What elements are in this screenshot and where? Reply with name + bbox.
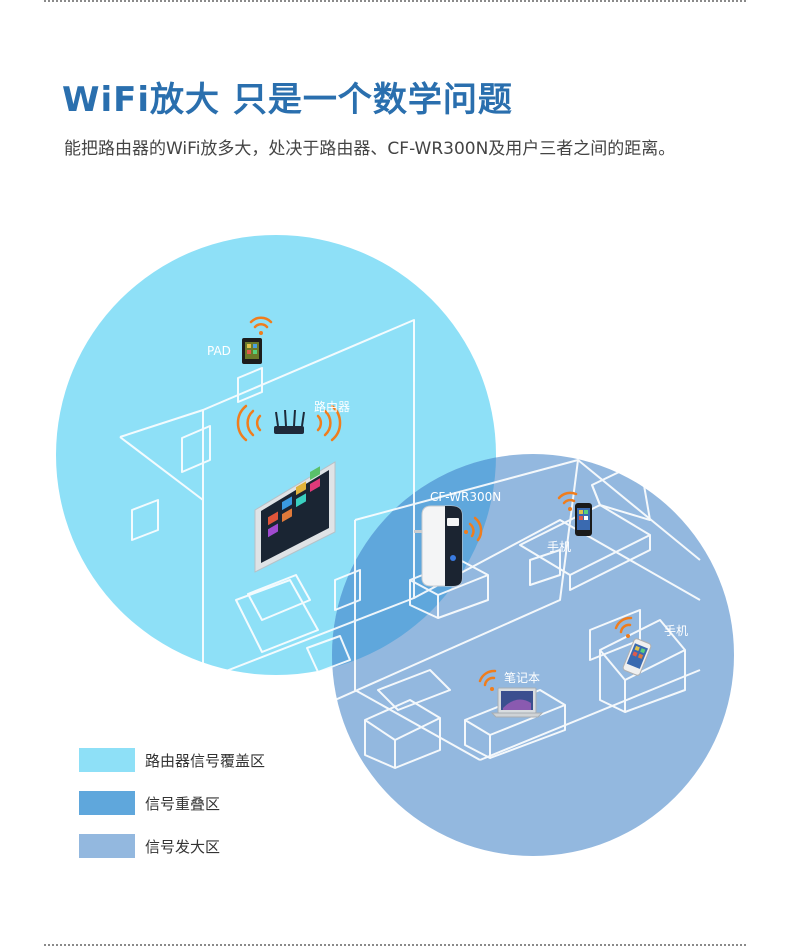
legend-item: 路由器信号覆盖区 (79, 748, 265, 772)
laptop-icon (490, 687, 544, 718)
page-subtitle: 能把路由器的WiFi放多大，处决于路由器、CF-WR300N及用户三者之间的距离… (64, 139, 676, 159)
wifi-signal-icon (478, 669, 497, 691)
phone-label: 手机 (547, 540, 572, 554)
router-label: 路由器 (314, 400, 351, 414)
legend-label: 路由器信号覆盖区 (145, 751, 266, 770)
wifi-signal-icon (236, 404, 342, 442)
wifi-signal-icon (464, 516, 483, 542)
pad-label: PAD (207, 344, 231, 358)
tablet-icon (242, 338, 262, 364)
legend-label: 信号重叠区 (145, 794, 221, 813)
legend-swatch-router (79, 748, 135, 772)
legend-item: 信号重叠区 (79, 791, 265, 815)
laptop-label: 笔记本 (504, 671, 541, 685)
wifi-signal-icon (249, 316, 273, 335)
top-dotted-divider (44, 0, 746, 2)
extender-icon (414, 505, 463, 587)
legend-swatch-extender (79, 834, 135, 858)
phone-label: 手机 (664, 624, 689, 638)
tv-icon (254, 461, 336, 573)
phone-icon (622, 638, 652, 676)
page-title: WiFi放大 只是一个数学问题 (62, 80, 513, 120)
phone-icon (575, 503, 592, 536)
legend-label: 信号发大区 (145, 837, 221, 856)
wifi-signal-icon (557, 491, 578, 511)
router-icon (274, 409, 305, 434)
bottom-dotted-divider (44, 944, 746, 946)
legend-swatch-overlap (79, 791, 135, 815)
legend: 路由器信号覆盖区 信号重叠区 信号发大区 (79, 748, 265, 877)
wifi-signal-icon (614, 616, 633, 638)
extender-label: CF-WR300N (430, 490, 502, 504)
legend-item: 信号发大区 (79, 834, 265, 858)
